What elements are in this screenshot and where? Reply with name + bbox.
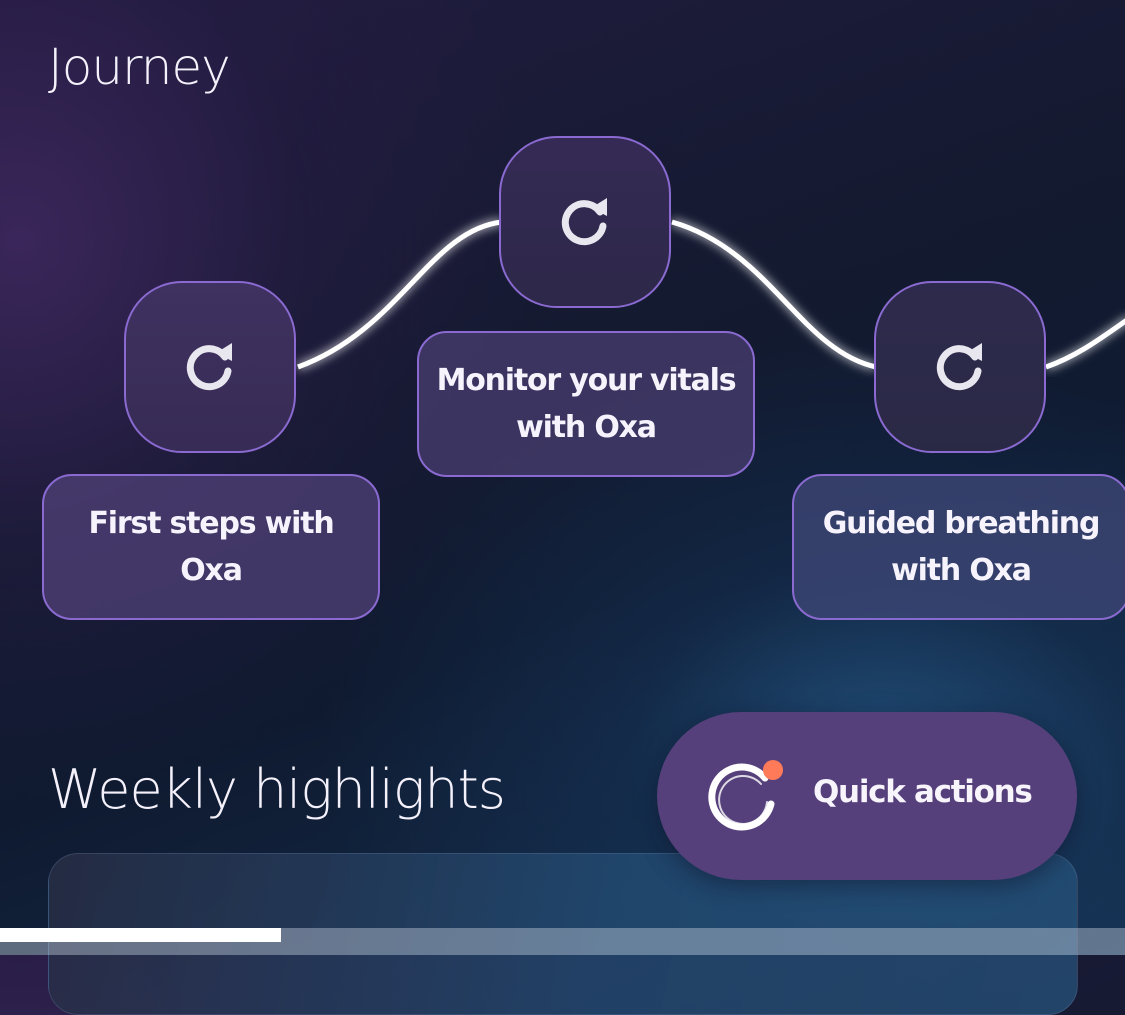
page-progress-bar	[0, 928, 1125, 955]
journey-step-3-button[interactable]	[874, 281, 1046, 453]
weekly-highlights-title: Weekly highlights	[48, 758, 506, 821]
journey-step-1-button[interactable]	[124, 281, 296, 453]
journey-step-3-label[interactable]: Guided breathing with Oxa	[792, 474, 1125, 620]
refresh-icon	[561, 198, 607, 246]
refresh-icon	[936, 343, 982, 391]
refresh-icon	[186, 343, 232, 391]
journey-step-2-button[interactable]	[499, 136, 671, 308]
oxa-logo-icon	[708, 760, 783, 831]
notification-dot	[763, 760, 783, 780]
quick-actions-label: Quick actions	[813, 774, 1033, 810]
journey-step-2-label[interactable]: Monitor your vitals with Oxa	[417, 331, 755, 477]
journey-title: Journey	[48, 38, 231, 96]
journey-path	[297, 219, 1125, 370]
journey-step-1-label[interactable]: First steps with Oxa	[42, 474, 380, 620]
quick-actions-button[interactable]: Quick actions	[657, 712, 1077, 880]
page-progress-fill	[0, 928, 282, 942]
